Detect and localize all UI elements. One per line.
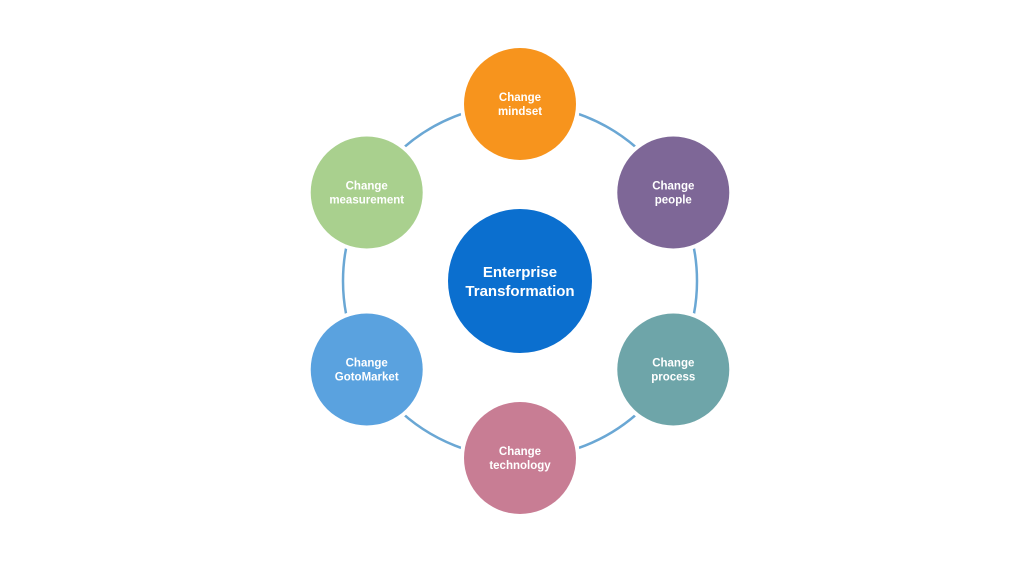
- node-label-technology-line-1: Change: [499, 446, 541, 458]
- node-circle-mindset: [464, 48, 576, 160]
- node-label-technology-line-2: technology: [489, 460, 551, 472]
- outer-nodes: ChangemindsetChangepeopleChangeprocessCh…: [306, 44, 734, 518]
- node-label-mindset-line-1: Change: [499, 92, 541, 104]
- center-node: Enterprise Transformation: [448, 209, 592, 353]
- node-circle-measurement: [310, 136, 423, 249]
- node-process: Change process: [613, 309, 734, 430]
- node-mindset: Change mindset: [460, 44, 580, 164]
- node-label-measurement-line-1: Change: [346, 181, 388, 193]
- node-circle-gotomarket: [310, 313, 423, 426]
- node-label-process-line-2: process: [651, 372, 695, 384]
- center-label-line-2: Transformation: [465, 283, 574, 300]
- node-people: Change people: [613, 132, 734, 253]
- node-circle-people: [617, 136, 730, 249]
- node-circle-process: [617, 313, 730, 426]
- node-technology: Change technology: [460, 398, 580, 518]
- node-circle-technology: [464, 402, 576, 514]
- node-label-measurement-line-2: measurement: [329, 195, 404, 207]
- node-label-gotomarket-line-1: Change: [346, 358, 388, 370]
- node-label-gotomarket-line-2: GotoMarket: [335, 372, 399, 384]
- node-label-people-line-2: people: [655, 195, 692, 207]
- center-label-line-1: Enterprise: [483, 264, 557, 281]
- node-label-mindset-line-2: mindset: [498, 106, 542, 118]
- node-label-process-line-1: Change: [652, 358, 694, 370]
- center-circle: [448, 209, 592, 353]
- node-measurement: Change measurement: [306, 132, 427, 253]
- node-label-people-line-1: Change: [652, 181, 694, 193]
